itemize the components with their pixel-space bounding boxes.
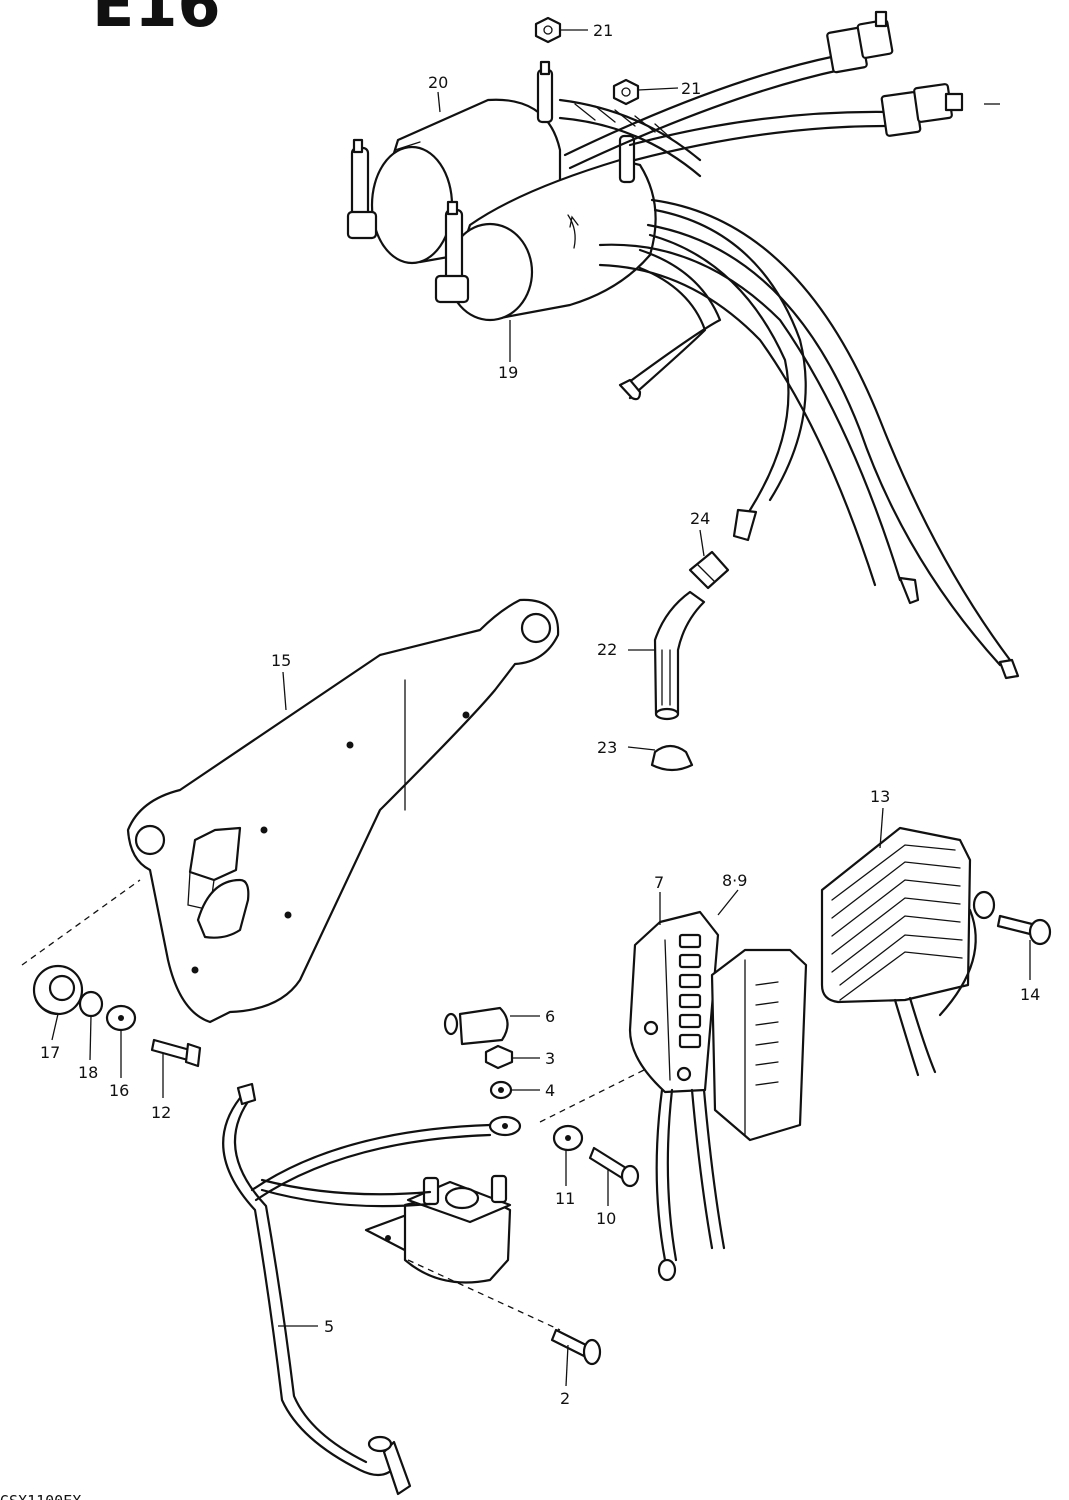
washer-11 xyxy=(552,1124,584,1152)
collar-18 xyxy=(78,990,104,1018)
callout-22: 22 xyxy=(597,640,617,659)
washer-4 xyxy=(489,1080,513,1100)
callout-21-upper: 21 xyxy=(593,21,613,40)
callout-12: 13 xyxy=(870,787,890,806)
callout-leaders xyxy=(51,29,1031,1387)
washer-16 xyxy=(105,1004,137,1032)
resistor-cap-24 xyxy=(688,550,730,590)
callout-21-lower: 21 xyxy=(681,79,701,98)
assembly-line-bracket xyxy=(21,879,141,966)
callout-7: 7 xyxy=(654,873,664,892)
regulator-rectifier-12 xyxy=(820,826,996,1077)
callout-5: 5 xyxy=(324,1317,334,1336)
mounting-bracket-14 xyxy=(126,598,560,1024)
callout-10: 10 xyxy=(596,1209,616,1228)
screw-2 xyxy=(550,1328,602,1366)
primary-wire-leads xyxy=(563,54,894,170)
grommet-17 xyxy=(32,964,84,1016)
assembly-line-fuse-box xyxy=(539,1061,661,1123)
callout-3: 3 xyxy=(545,1049,555,1068)
nut-3 xyxy=(484,1044,514,1070)
callout-19: 19 xyxy=(498,363,518,382)
callout-16: 16 xyxy=(109,1081,129,1100)
callout-20: 20 xyxy=(428,73,448,92)
plug-cap-seal-23 xyxy=(650,744,694,772)
nut-21-lower xyxy=(612,78,640,106)
callout-15: 12 xyxy=(151,1103,171,1122)
fuse-box-cover-89 xyxy=(710,948,808,1142)
callout-24: 24 xyxy=(690,509,710,528)
callout-18: 18 xyxy=(78,1063,98,1082)
starter-cable-5 xyxy=(222,1082,522,1496)
starter-relay xyxy=(364,1174,512,1284)
callout-2: 2 xyxy=(560,1389,570,1408)
callout-4: 4 xyxy=(545,1081,555,1100)
nut-21-upper xyxy=(534,16,562,44)
callout-14: 15 xyxy=(271,651,291,670)
fuse-box-7 xyxy=(628,910,726,1282)
spark-plug-cap-22 xyxy=(653,590,706,721)
callout-23: 23 xyxy=(597,738,617,757)
bolt-15 xyxy=(150,1038,202,1068)
ignition-coil-20 xyxy=(346,60,562,265)
callout-11: 11 xyxy=(555,1189,575,1208)
callout-8-9: 8·9 xyxy=(722,871,747,890)
coil-connector-upper xyxy=(826,10,894,74)
model-code: GSX1100EX xyxy=(0,1492,81,1500)
high-tension-leads xyxy=(598,198,1020,680)
assembly-line-relay-screw xyxy=(407,1259,561,1331)
diagram-header-code: E16 xyxy=(92,0,221,41)
bolt-13 xyxy=(996,914,1052,946)
ignition-coil-19 xyxy=(434,134,657,322)
coil-connector-lower xyxy=(880,83,1000,137)
callout-6: 6 xyxy=(545,1007,555,1026)
screw-10 xyxy=(588,1146,640,1188)
terminal-cap-6 xyxy=(443,1006,509,1046)
callout-13: 14 xyxy=(1020,985,1040,1004)
callout-17: 17 xyxy=(40,1043,60,1062)
